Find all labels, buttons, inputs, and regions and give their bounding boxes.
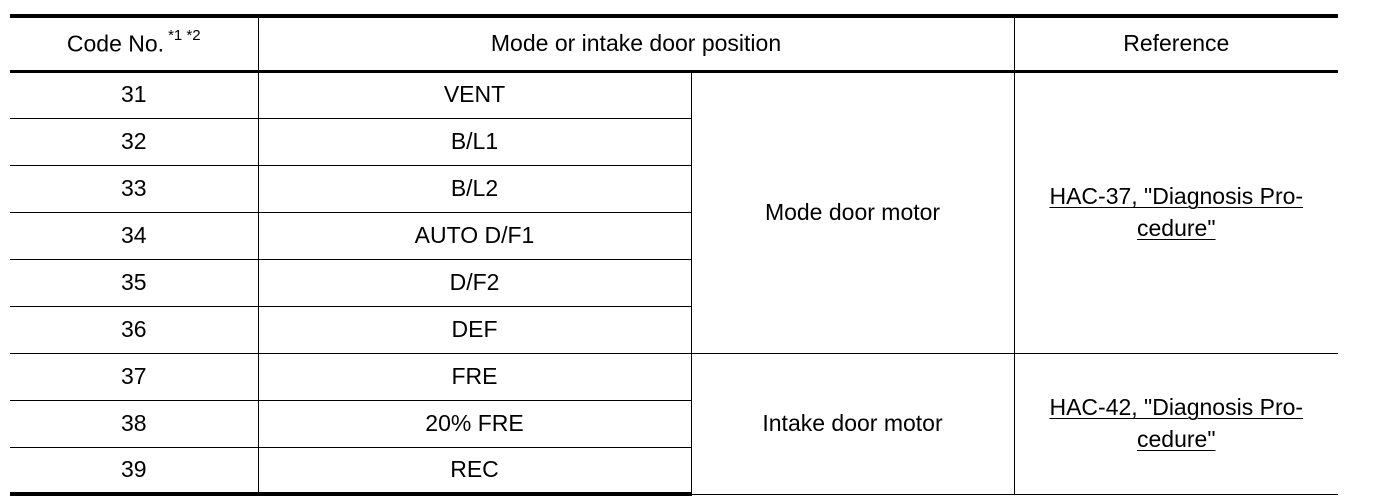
table-row: 32 B/L1	[10, 118, 1338, 166]
diagnosis-table-container: Code No.*1 *2 Mode or intake door positi…	[10, 14, 1339, 496]
table-row: 35 D/F2	[10, 259, 1338, 307]
code-cell: 38	[10, 400, 258, 448]
position-cell: D/F2	[257, 259, 691, 307]
table-row: 31 VENT Mode door motor HAC-37, "Diagnos…	[10, 70, 1339, 354]
header-code-footnote: *1 *2	[168, 26, 201, 44]
code-cell: 39	[10, 447, 258, 496]
position-cell: DEF	[257, 306, 691, 354]
header-door-position: Mode or intake door position	[257, 14, 1015, 73]
reference-link-line2: cedure"	[1137, 214, 1216, 241]
position-cell: FRE	[257, 352, 691, 401]
reference-link-line1: HAC-37, "Diagnosis Pro-	[1049, 183, 1304, 210]
table-row: 33 B/L2	[10, 165, 1338, 213]
position-cell: REC	[257, 447, 691, 496]
header-row: Code No.*1 *2 Mode or intake door positi…	[10, 14, 1339, 73]
table-row: 39 REC	[10, 447, 1338, 496]
motor-cell-mode: Mode door motor	[690, 70, 1015, 354]
code-cell: 31	[10, 70, 258, 119]
code-cell: 33	[10, 165, 258, 213]
table-row: 38 20% FRE	[10, 400, 1338, 448]
code-cell: 36	[10, 306, 258, 354]
position-cell: B/L2	[257, 165, 691, 213]
table-row: 36 DEF	[10, 306, 1338, 354]
code-cell: 35	[10, 259, 258, 307]
reference-link-line2: cedure"	[1137, 425, 1216, 452]
reference-cell-mode: HAC-37, "Diagnosis Pro-cedure"	[1013, 70, 1339, 354]
position-cell: B/L1	[257, 118, 691, 166]
code-cell: 37	[10, 352, 258, 401]
reference-link-line1: HAC-42, "Diagnosis Pro-	[1049, 394, 1304, 421]
code-cell: 34	[10, 212, 258, 260]
code-cell: 32	[10, 118, 258, 166]
table-row: 37 FRE Intake door motor HAC-42, "Diagno…	[10, 352, 1339, 495]
reference-link-hac-37[interactable]: HAC-37, "Diagnosis Pro-cedure"	[1049, 181, 1303, 244]
reference-cell-intake: HAC-42, "Diagnosis Pro-cedure"	[1013, 352, 1339, 495]
position-cell: AUTO D/F1	[257, 212, 691, 260]
table-row: 34 AUTO D/F1	[10, 212, 1338, 260]
door-position-code-table: Code No.*1 *2 Mode or intake door positi…	[10, 14, 1339, 496]
header-code-no: Code No.*1 *2	[10, 14, 258, 73]
position-cell: VENT	[257, 70, 691, 119]
header-code-label: Code No.	[66, 30, 165, 57]
header-reference: Reference	[1013, 14, 1339, 73]
motor-cell-intake: Intake door motor	[690, 352, 1015, 495]
reference-link-hac-42[interactable]: HAC-42, "Diagnosis Pro-cedure"	[1049, 392, 1303, 455]
position-cell: 20% FRE	[257, 400, 691, 448]
